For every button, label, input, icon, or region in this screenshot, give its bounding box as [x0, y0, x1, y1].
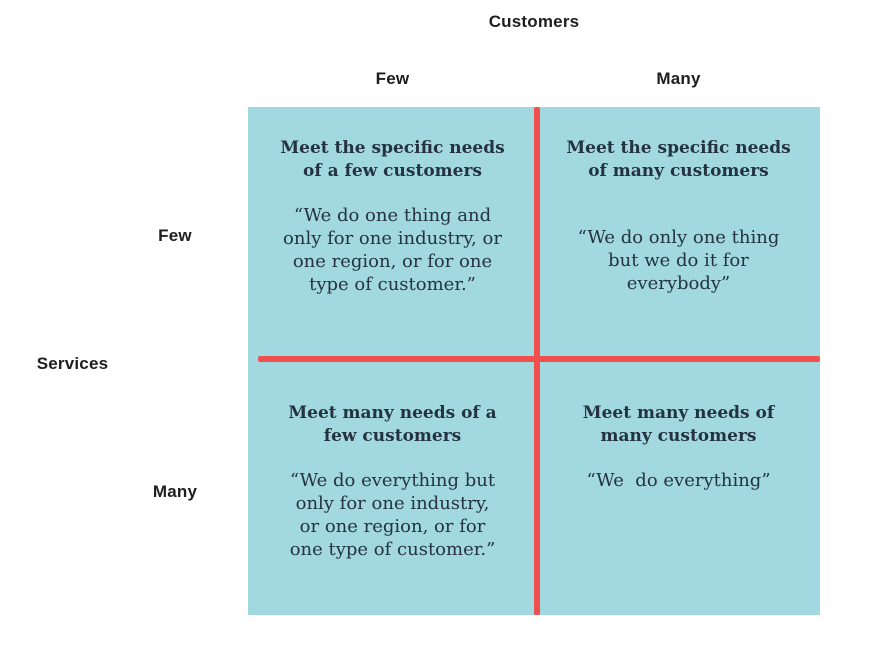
quadrant-quote: “We do one thing and only for one indust…: [283, 205, 502, 295]
quadrant-heading: Meet the specific needs of many customer…: [566, 138, 791, 181]
quadrant-few-customers-few-services: Meet the specific needs of a few custome…: [248, 107, 537, 359]
quadrant-quote: “We do only one thing but we do it for e…: [577, 227, 780, 294]
y-axis-label-many: Many: [152, 482, 198, 501]
quadrant-quote: “We do everything but only for one indus…: [289, 470, 496, 560]
quadrant-heading: Meet many needs of many customers: [582, 403, 775, 446]
matrix-box: Meet the specific needs of a few custome…: [248, 107, 820, 615]
x-axis-label-few: Few: [375, 69, 410, 88]
y-axis-label-few: Few: [158, 226, 192, 245]
quadrant-heading: Meet many needs of a few customers: [288, 403, 497, 446]
quadrant-few-customers-many-services: Meet many needs of a few customers “We d…: [248, 359, 537, 615]
horizontal-divider-line: [258, 356, 820, 362]
x-axis-label-many: Many: [656, 69, 701, 88]
quadrant-many-customers-few-services: Meet the specific needs of many customer…: [537, 107, 820, 359]
quadrant-heading: Meet the specific needs of a few custome…: [280, 138, 505, 181]
y-axis-title: Services: [36, 354, 109, 373]
x-axis-title: Customers: [488, 12, 580, 31]
quadrant-many-customers-many-services: Meet many needs of many customers “We do…: [537, 359, 820, 615]
quadrant-quote: “We do everything”: [586, 470, 771, 491]
